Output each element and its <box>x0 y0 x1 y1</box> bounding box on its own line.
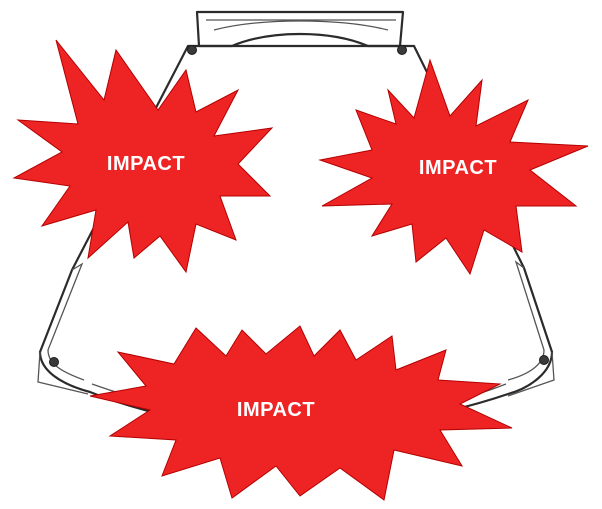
burst-label-left: IMPACT <box>107 153 185 175</box>
left-tab <box>37 351 89 395</box>
impact-burst-bottom: IMPACT <box>89 325 513 501</box>
burst-shape-left <box>12 39 274 274</box>
impact-burst-left: IMPACT <box>12 39 274 274</box>
screw-top-right <box>397 45 407 55</box>
burst-shape-right <box>318 58 589 276</box>
right-tab <box>507 351 555 397</box>
right-rail <box>507 260 545 381</box>
screw-top-left <box>187 45 197 55</box>
burst-shape-bottom <box>89 325 513 501</box>
screw-bottom-right <box>539 355 549 365</box>
impact-bursts: IMPACT IMPACT IMPACT <box>12 39 589 501</box>
top-housing-inner <box>206 19 396 31</box>
burst-label-right: IMPACT <box>419 157 497 179</box>
burst-label-bottom: IMPACT <box>237 399 315 421</box>
impact-burst-right: IMPACT <box>318 58 589 276</box>
screw-bottom-left <box>49 357 59 367</box>
top-housing <box>195 10 405 48</box>
